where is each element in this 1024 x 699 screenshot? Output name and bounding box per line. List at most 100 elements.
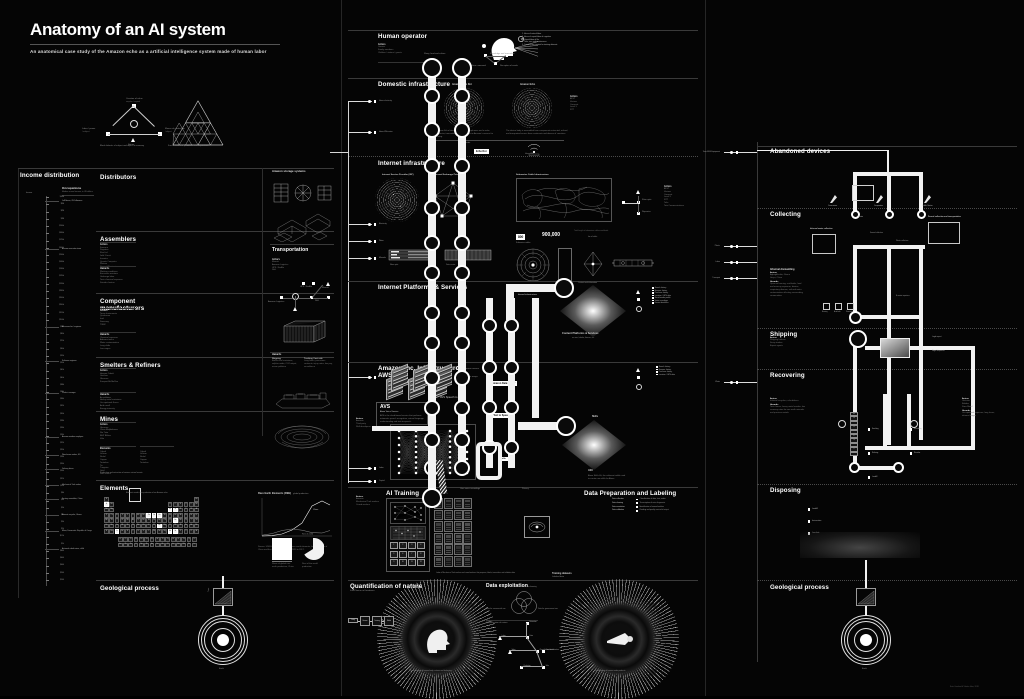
device-node-1 [885, 210, 894, 219]
abandoned-down [887, 150, 889, 172]
periodic-cell: Br [189, 513, 194, 518]
right-stub-dot [730, 261, 733, 264]
income-tick-mark [46, 529, 49, 530]
trunk-node-left [424, 432, 440, 448]
exploitation-tree: ExtractionLaborDataValueClassification /… [486, 620, 552, 676]
periodic-cell: Cu [157, 513, 162, 518]
e-waste-importers-label: E-waste importers [896, 295, 910, 297]
income-tick-mark [46, 363, 49, 364]
exploit-node [542, 650, 545, 653]
recovering-node-label: Landfill [872, 476, 877, 478]
venn-top-label: Data for machine learning [516, 586, 537, 588]
section-title-human-operator: Human operator [378, 33, 427, 40]
informal-actor-item: Guiyu, China [770, 277, 804, 280]
transportation-hazards-legend: Hazards Shipping Bunker fuel emissions, … [272, 354, 334, 369]
income-tick-mark [46, 371, 49, 372]
device-node-2 [917, 210, 926, 219]
income-tick-mark [46, 522, 49, 523]
recovering-node-label: Shredding [914, 428, 922, 430]
page-title-block: Anatomy of an AI system [30, 20, 226, 40]
t-label-d: DHL [315, 300, 319, 302]
dismantle-step-icon [823, 303, 830, 310]
shipping-container-icon [282, 318, 328, 344]
trunk-node-left [424, 158, 440, 174]
periodic-cell: Li [115, 529, 120, 534]
periodic-cell: Ni [152, 513, 157, 518]
open-pit-mine-icon [272, 422, 332, 450]
informal-hazards-body: Open-air burning, acid baths, lead and m… [770, 283, 804, 298]
income-tick-mark [46, 501, 49, 502]
periodic-cell: Xe [194, 518, 199, 523]
geo-pipe-right [865, 560, 867, 588]
income-tick-mark [46, 356, 49, 357]
cart-icon-box [812, 234, 836, 254]
periodic-cell: Hg [162, 524, 167, 529]
trunk-node-right [454, 400, 470, 416]
hazard-shipping-body: Bunker fuel emissions, sulphur oxide, CO… [272, 360, 300, 369]
periodic-cell: V [125, 513, 130, 518]
income-tick-mark [46, 428, 49, 429]
avs-feed [372, 426, 430, 431]
storage-isometric-icon [272, 180, 334, 208]
periodic-cell: O [141, 529, 146, 534]
label-means-of-production-sub: / object [165, 131, 171, 133]
periodic-cell: Se [184, 513, 189, 518]
page-subtitle-wrap: An anatomical case study of the Amazon e… [30, 49, 320, 54]
periodic-cell: Ru [141, 518, 146, 523]
ree-share-bar-rule [272, 561, 292, 562]
income-tick-mark [46, 479, 49, 480]
income-tick-mark [46, 414, 49, 415]
material-cell: Co [850, 452, 858, 456]
trunk-node-left [424, 122, 440, 138]
geo-time-box-left [213, 588, 233, 606]
dispose-node-2 [893, 462, 904, 473]
income-tick-mark [46, 493, 49, 494]
periodic-cell: K [104, 513, 109, 518]
periodic-cell: He [194, 497, 199, 502]
panel-title-amazon-storage: Amazon storage systems [272, 170, 306, 173]
trunk-inner-c [532, 298, 539, 418]
ree-series-row [262, 529, 330, 535]
periodic-cell: P [178, 529, 183, 534]
ree-share-bar-china [272, 538, 292, 560]
right-stub-square [736, 151, 738, 153]
periodic-cell: O [184, 502, 189, 507]
periodic-cell: Ar [194, 529, 199, 534]
trunk-node-left [424, 200, 440, 216]
exploit-edge [509, 651, 537, 652]
income-tick-mark [46, 241, 49, 242]
warehouse-icon [272, 212, 334, 242]
exploit-node-label: Commercialization [546, 650, 559, 651]
periodic-cell: W [131, 524, 136, 529]
periodic-cell: Ba [109, 524, 114, 529]
periodic-cell-f: Er [176, 537, 181, 542]
income-tick-mark [46, 508, 49, 509]
dismantle-step-label: Dismantle [846, 312, 853, 313]
label-creation-of-value: Creation of value [126, 98, 143, 100]
periodic-cell: As [178, 513, 183, 518]
periodic-cell-f: Yb [187, 537, 192, 542]
geo-strata-icon-right [857, 589, 875, 605]
mines-footnote: Production and extraction of various nat… [100, 472, 142, 474]
quant-chain-node: Training [372, 616, 382, 626]
income-tick-mark [46, 197, 49, 198]
echo-device-profile-icon [599, 619, 639, 659]
formal-collection-label: Formal collection [870, 232, 883, 234]
legal-export-label: Legal export [932, 336, 941, 338]
rule-geological-right [757, 580, 1017, 581]
label-creation-of-value-sub: surplus / capital [126, 101, 140, 103]
landfill-field [800, 532, 920, 558]
periodic-cell: Os [141, 524, 146, 529]
trunk-head-right [452, 58, 472, 78]
label-labor-power: Labor / power [82, 128, 95, 130]
periodic-cell: Co [146, 513, 151, 518]
periodic-cell: Pt [152, 524, 157, 529]
right-stub-square [736, 261, 738, 263]
periodic-cell-f: Dy [165, 537, 170, 542]
column-divider-left [341, 0, 342, 696]
trunk-node-left [424, 335, 440, 351]
exploit-node-label: Sale [546, 666, 549, 667]
periodic-cell-f: Ho [171, 537, 176, 542]
